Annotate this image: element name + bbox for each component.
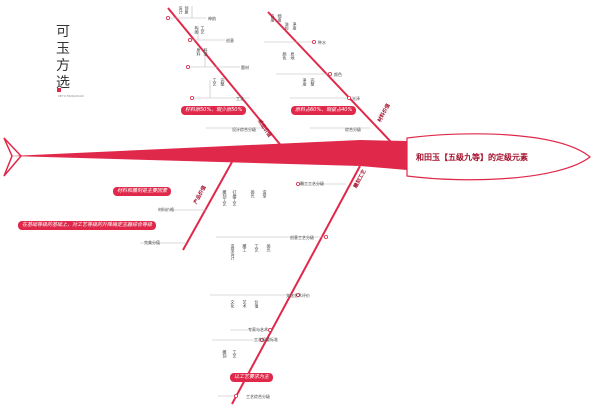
node-label: 工艺 (236, 96, 244, 101)
node-vlabel: 油润 (284, 22, 290, 30)
node-label: 光泽 (352, 96, 360, 101)
node-label: 综合分级 (345, 127, 361, 132)
upper-bone-2 (267, 11, 393, 144)
upper-bone-1 (167, 7, 284, 149)
node-vlabel: 工艺 (232, 350, 238, 358)
node-vlabel: 创意 (184, 6, 190, 14)
node-vlabel: 雕刻 (222, 350, 228, 358)
badge-4: 在基础等级的基础上，对工艺等级的升降确定玉器综合等级 (18, 221, 157, 230)
node-vlabel: 造型设计 (230, 244, 236, 260)
node-vlabel: 白度 (270, 14, 276, 22)
fish-tail (3, 137, 23, 177)
node-vlabel: 细度 (277, 14, 283, 22)
node-vlabel: 工艺 (200, 26, 206, 34)
node-label: 题材 (241, 65, 249, 70)
node-label: 完美分值 (144, 240, 160, 245)
node-vlabel: 颜色 (282, 52, 288, 60)
branches-upper-2 (264, 41, 370, 129)
node-label: 设计综合分级 (232, 127, 256, 132)
fish-spine (10, 140, 407, 170)
node-vlabel: 完整 (220, 78, 226, 86)
node-vlabel: 文化 (230, 300, 236, 308)
node-vlabel: 雕工 (242, 244, 248, 252)
node-vlabel: 抛光 (266, 244, 272, 252)
badge-3: 材料和雕刻是主要因素 (113, 187, 172, 196)
badge-1: 籽料原50%、瑕少原50% (181, 106, 247, 115)
node-label: 种水 (318, 40, 326, 45)
node-vlabel: 打磨工艺 (232, 190, 238, 206)
badge-5: 以工艺要求为主 (230, 373, 274, 382)
node-vlabel: 净度 (302, 78, 308, 86)
branches-lower-2 (210, 183, 346, 397)
node-label: 颜色 (334, 72, 342, 77)
node-label: 专家与艺术 (248, 327, 268, 332)
node-vlabel: 工艺 (254, 244, 260, 252)
node-vlabel: 艺术 (242, 300, 248, 308)
node-vlabel: 构图 (194, 26, 200, 34)
brand-subtitle: KEYU FANGXUAN (58, 94, 84, 98)
node-vlabel: 净度 (292, 22, 298, 30)
node-vlabel: 原料 (196, 48, 202, 56)
fish-head (406, 133, 591, 181)
node-vlabel: 完整 (310, 78, 316, 86)
node-label: 工艺综合分级 (246, 394, 270, 399)
branches-lower-1 (140, 209, 206, 244)
node-vlabel: 质地 (290, 52, 296, 60)
node-label: 雕工工艺分级 (300, 181, 324, 186)
node-label: 神韵 (208, 16, 216, 21)
node-vlabel: 价值 (254, 300, 260, 308)
branches-upper-1 (168, 6, 264, 129)
node-label: 创意 (226, 38, 234, 43)
brand-seal (57, 88, 61, 92)
node-label: 材料价格 (158, 207, 174, 212)
node-vlabel: 工艺 (212, 78, 218, 86)
node-dots (165, 15, 351, 398)
lower-bone-1 (182, 161, 233, 251)
node-label: 创意工艺分级 (290, 235, 314, 240)
head-label: 和田玉【五级九等】的定级元素 (416, 153, 528, 162)
brand-logo: 可玉方选 (56, 24, 70, 91)
badge-2: 原料占60%、瑕疵占40% (291, 106, 357, 115)
node-vlabel: 设计 (178, 6, 184, 14)
node-vlabel: 料型 (203, 48, 209, 56)
node-label: 工艺权重标准 (254, 337, 278, 342)
node-vlabel: 抛光 (250, 190, 256, 198)
node-vlabel: 雕刻工艺 (222, 190, 228, 206)
node-vlabel: 造型 (262, 190, 268, 198)
node-label: 文化艺术评价 (286, 293, 310, 298)
lower-bone-2 (231, 165, 361, 405)
